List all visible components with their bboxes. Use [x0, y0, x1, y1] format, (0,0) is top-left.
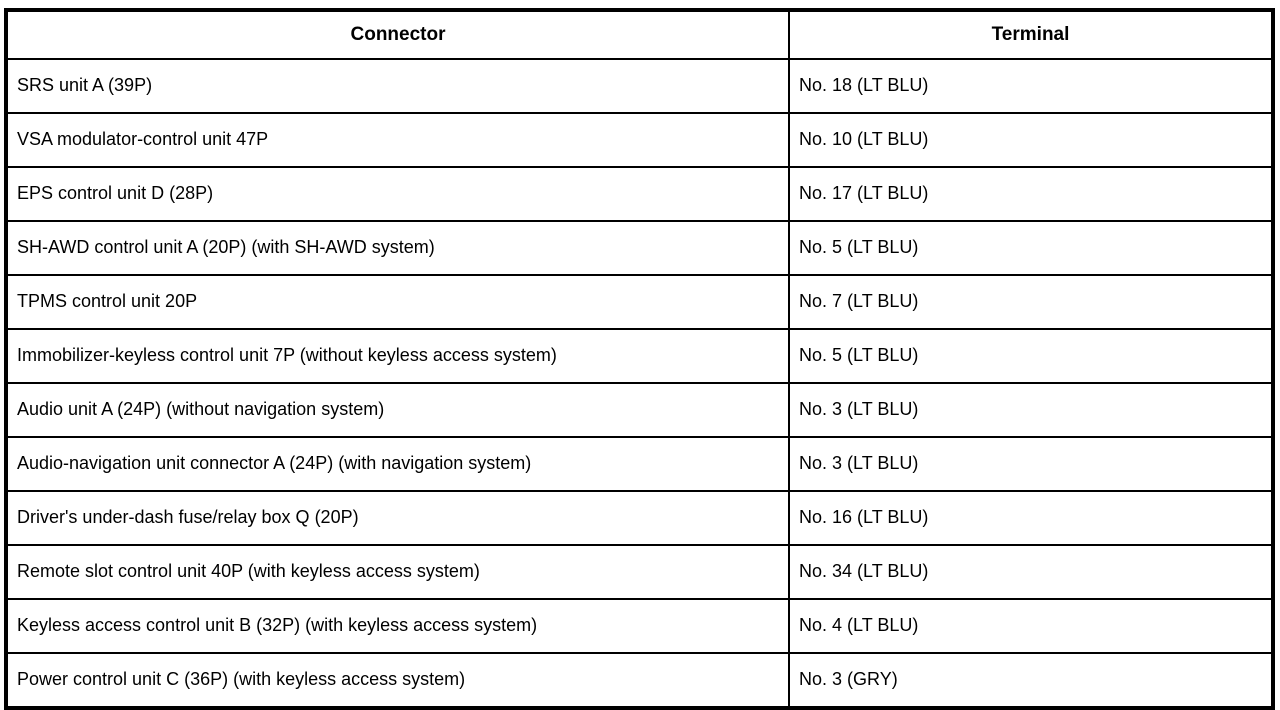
connector-cell: EPS control unit D (28P) — [5, 166, 790, 222]
table-row: Remote slot control unit 40P (with keyle… — [5, 544, 1274, 600]
terminal-cell: No. 7 (LT BLU) — [788, 274, 1274, 330]
connector-cell: Keyless access control unit B (32P) (wit… — [5, 598, 790, 654]
table-row: Audio-navigation unit connector A (24P) … — [5, 436, 1274, 492]
terminal-cell: No. 10 (LT BLU) — [788, 112, 1274, 168]
table-row: Keyless access control unit B (32P) (wit… — [5, 598, 1274, 654]
terminal-cell: No. 3 (GRY) — [788, 652, 1274, 709]
connector-cell: Audio unit A (24P) (without navigation s… — [5, 382, 790, 438]
table-row: Power control unit C (36P) (with keyless… — [5, 652, 1274, 709]
terminal-cell: No. 17 (LT BLU) — [788, 166, 1274, 222]
terminal-cell: No. 3 (LT BLU) — [788, 382, 1274, 438]
connector-cell: Remote slot control unit 40P (with keyle… — [5, 544, 790, 600]
terminal-cell: No. 4 (LT BLU) — [788, 598, 1274, 654]
connector-cell: SRS unit A (39P) — [5, 58, 790, 114]
connector-cell: Power control unit C (36P) (with keyless… — [5, 652, 790, 709]
connector-cell: Driver's under-dash fuse/relay box Q (20… — [5, 490, 790, 546]
terminal-cell: No. 18 (LT BLU) — [788, 58, 1274, 114]
column-header-connector: Connector — [5, 9, 790, 60]
table-row: VSA modulator-control unit 47P No. 10 (L… — [5, 112, 1274, 168]
table-row: TPMS control unit 20P No. 7 (LT BLU) — [5, 274, 1274, 330]
table-row: Immobilizer-keyless control unit 7P (wit… — [5, 328, 1274, 384]
column-header-terminal: Terminal — [788, 9, 1274, 60]
terminal-cell: No. 5 (LT BLU) — [788, 220, 1274, 276]
terminal-cell: No. 34 (LT BLU) — [788, 544, 1274, 600]
table-row: SRS unit A (39P) No. 18 (LT BLU) — [5, 58, 1274, 114]
connector-cell: TPMS control unit 20P — [5, 274, 790, 330]
connector-terminal-table: Connector Terminal SRS unit A (39P) No. … — [4, 8, 1275, 710]
terminal-cell: No. 3 (LT BLU) — [788, 436, 1274, 492]
terminal-cell: No. 16 (LT BLU) — [788, 490, 1274, 546]
connector-cell: Audio-navigation unit connector A (24P) … — [5, 436, 790, 492]
table-row: Audio unit A (24P) (without navigation s… — [5, 382, 1274, 438]
table-row: Driver's under-dash fuse/relay box Q (20… — [5, 490, 1274, 546]
connector-cell: VSA modulator-control unit 47P — [5, 112, 790, 168]
table-body: SRS unit A (39P) No. 18 (LT BLU) VSA mod… — [5, 58, 1274, 709]
table-row: EPS control unit D (28P) No. 17 (LT BLU) — [5, 166, 1274, 222]
terminal-cell: No. 5 (LT BLU) — [788, 328, 1274, 384]
header-row: Connector Terminal — [5, 9, 1274, 60]
connector-cell: Immobilizer-keyless control unit 7P (wit… — [5, 328, 790, 384]
connector-cell: SH-AWD control unit A (20P) (with SH-AWD… — [5, 220, 790, 276]
table-row: SH-AWD control unit A (20P) (with SH-AWD… — [5, 220, 1274, 276]
